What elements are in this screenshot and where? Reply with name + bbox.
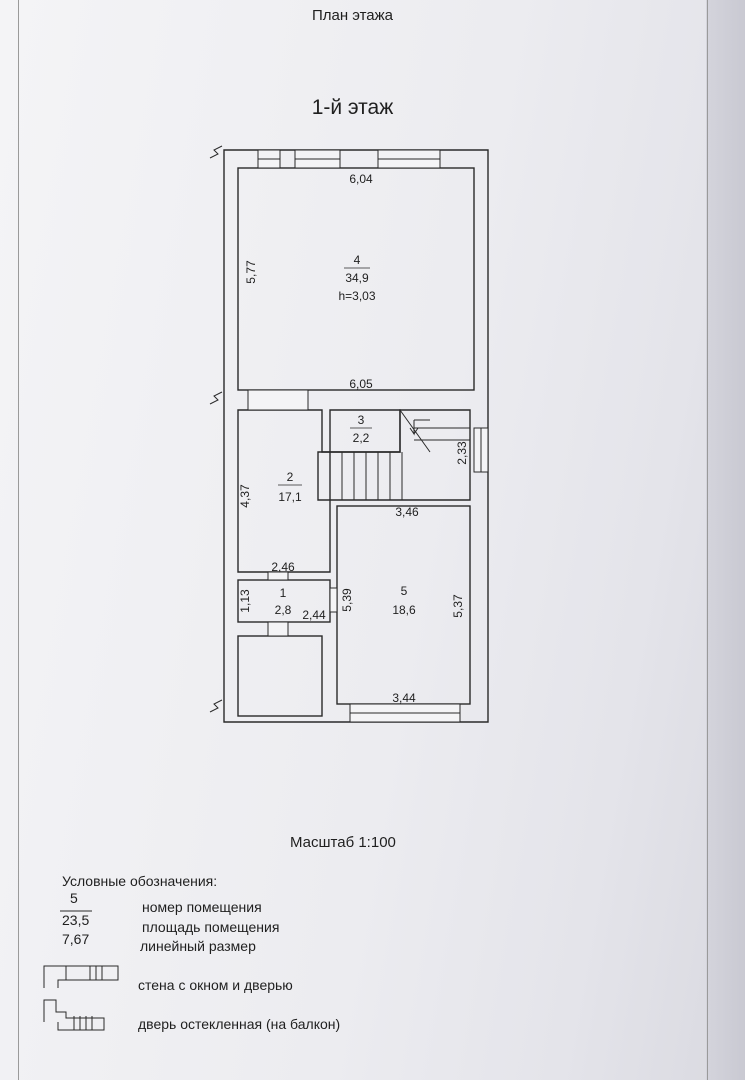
- legend-area-desc: площадь помещения: [142, 919, 280, 935]
- dimension-labels: 6,04 6,05 5,77 2,33 4,37 3,46 2,46 1,13 …: [238, 172, 469, 705]
- legend-length-desc: линейный размер: [140, 938, 256, 954]
- room-labels: 4 34,9 h=3,03 3 2,2 2 17,1 1 2,8 5 18,6: [275, 253, 416, 617]
- glazed-door-symbol: [43, 999, 105, 1031]
- wall-window-door-symbol: [43, 965, 119, 988]
- dim-r2-bottom: 2,46: [271, 560, 295, 574]
- dim-r4-top: 6,04: [349, 172, 373, 186]
- dim-r5-top: 3,46: [395, 505, 419, 519]
- page-edge-shadow: [706, 0, 745, 1080]
- legend-title: Условные обозначения:: [62, 873, 218, 889]
- room-1-number: 1: [280, 586, 287, 600]
- legend-number-desc: номер помещения: [142, 899, 262, 915]
- room-3-number: 3: [358, 413, 365, 427]
- floor-title: 1-й этаж: [311, 96, 394, 119]
- room-2-area: 17,1: [278, 490, 302, 504]
- doors: [247, 389, 338, 637]
- dim-r1-left: 1,13: [238, 589, 252, 613]
- room-1-area: 2,8: [275, 603, 292, 617]
- dim-r4-left: 5,77: [244, 260, 258, 284]
- room-2-number: 2: [287, 470, 294, 484]
- legend-symbols: [43, 910, 119, 1031]
- legend-sample-area: 23,5: [62, 912, 90, 928]
- room-4-area: 34,9: [345, 271, 369, 285]
- legend-wall-desc: стена с окном и дверью: [138, 977, 293, 993]
- room-5-area: 18,6: [392, 603, 416, 617]
- room-4-outline: [237, 167, 475, 391]
- dim-r4-bottom: 6,05: [349, 377, 373, 391]
- stair-treads: [329, 409, 470, 500]
- room-4-number: 4: [354, 253, 361, 267]
- dim-r5-bottom: 3,44: [392, 691, 416, 705]
- dim-r2-left: 4,37: [238, 484, 252, 508]
- page-header: План этажа: [311, 7, 394, 24]
- room-3-area: 2,2: [353, 431, 370, 445]
- scale-label: Масштаб 1:100: [290, 834, 396, 851]
- room-4-height: h=3,03: [338, 289, 375, 303]
- windows: [257, 149, 489, 723]
- legend-sample-length: 7,67: [62, 931, 90, 947]
- legend-sample-number: 5: [70, 890, 78, 906]
- break-marks: [209, 145, 223, 713]
- stair-outline: [317, 409, 471, 501]
- utility-room-outline: [237, 635, 323, 717]
- dim-r3-right: 2,33: [455, 441, 469, 465]
- dim-r5-left: 5,39: [340, 588, 354, 612]
- room-5-number: 5: [401, 584, 408, 598]
- drawing-sheet-frame: [18, 0, 708, 1080]
- dim-r1-right: 2,44: [302, 608, 326, 622]
- legend-door-desc: дверь остекленная (на балкон): [138, 1016, 341, 1032]
- dim-r5-right: 5,37: [451, 594, 465, 618]
